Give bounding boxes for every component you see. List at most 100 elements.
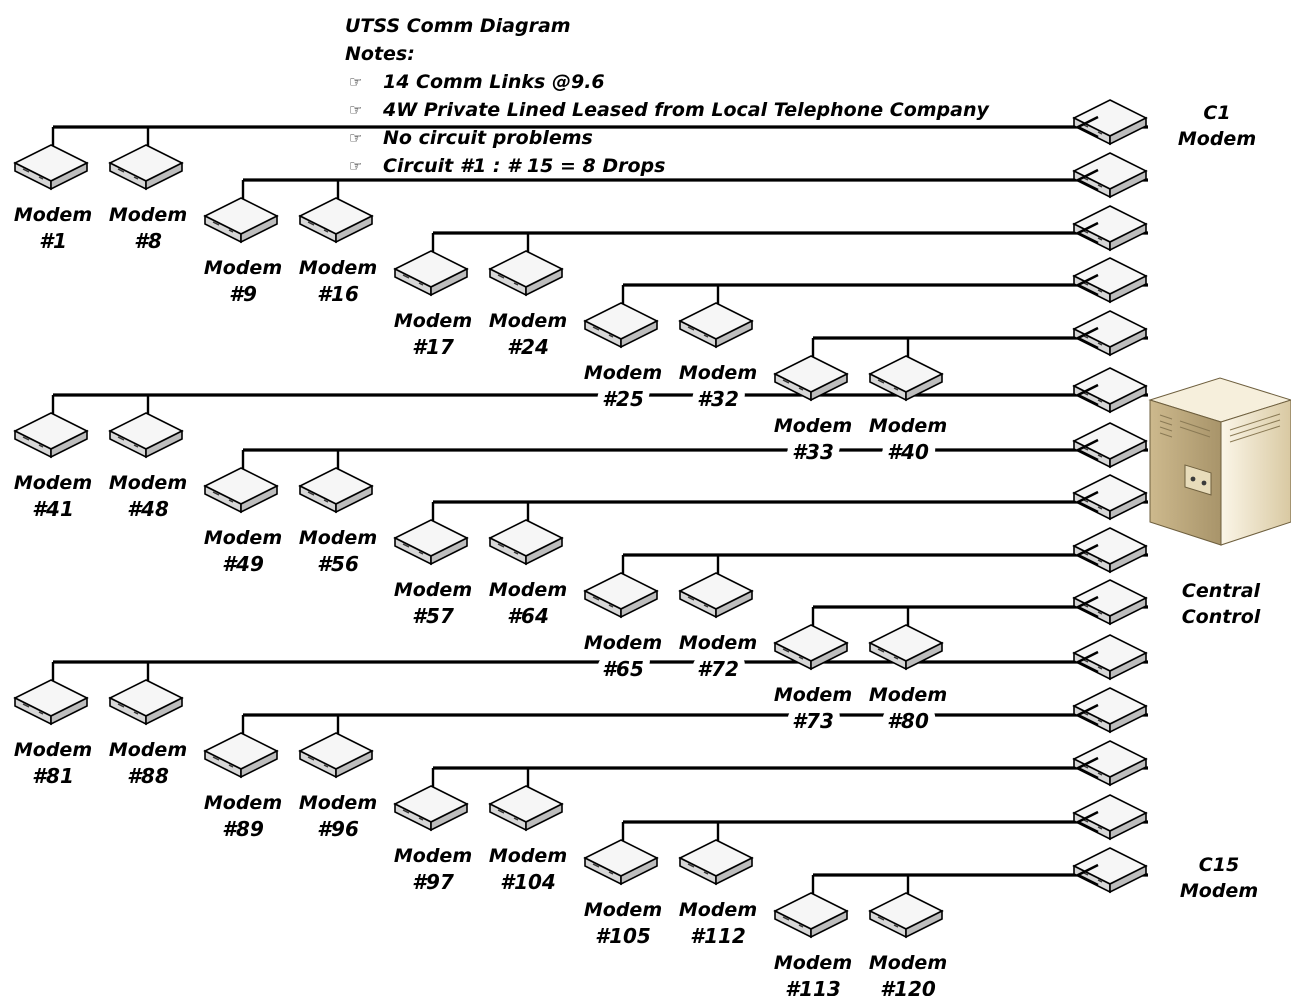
- modem-number-label: #41: [32, 497, 74, 521]
- modem-icon: [110, 413, 182, 457]
- central-modem-icon: [1074, 528, 1146, 572]
- modem-number-label: #32: [697, 387, 739, 411]
- remote-modems: [15, 145, 942, 937]
- central-control-label: Central Control: [1166, 578, 1276, 630]
- modem-number-label: #33: [792, 440, 834, 464]
- modem-number-label: #112: [690, 924, 746, 948]
- modem-number-label: #64: [507, 604, 549, 628]
- diagram-title: UTSS Comm Diagram: [345, 12, 989, 40]
- central-modem-icon: [1074, 368, 1146, 412]
- modem-name-label: Modem: [204, 527, 282, 549]
- modem-name-label: Modem: [109, 739, 187, 761]
- modem-number-label: #105: [595, 924, 651, 948]
- central-modem-icon: [1074, 475, 1146, 519]
- modem-number-label: #113: [785, 977, 841, 996]
- modem-name-label: Modem: [299, 527, 377, 549]
- modem-name-label: Modem: [14, 739, 92, 761]
- modem-name-label: Modem: [869, 415, 947, 437]
- modem-icon: [15, 145, 87, 189]
- central-modem-icon: [1074, 311, 1146, 355]
- central-modem-icon: [1074, 423, 1146, 467]
- modem-number-label: #56: [317, 552, 359, 576]
- modem-icon: [680, 303, 752, 347]
- modem-name-label: Modem: [774, 415, 852, 437]
- c1-modem-label: C1 Modem: [1162, 100, 1272, 152]
- central-modem-icon: [1074, 258, 1146, 302]
- modem-number-label: #25: [602, 387, 644, 411]
- modem-name-label: Modem: [299, 257, 377, 279]
- modem-number-label: #65: [602, 657, 644, 681]
- modem-name-label: Modem: [489, 579, 567, 601]
- central-modem-icon: [1074, 741, 1146, 785]
- hand-pointer-icon: ☞: [349, 124, 362, 152]
- modem-icon: [680, 573, 752, 617]
- note-item: ☞No circuit problems: [345, 124, 989, 152]
- modem-icon: [490, 520, 562, 564]
- central-control-server-icon: [1150, 378, 1291, 545]
- hand-pointer-icon: ☞: [349, 152, 362, 180]
- modem-icon: [585, 840, 657, 884]
- central-modem-icon: [1074, 688, 1146, 732]
- circuit-lines: [53, 127, 1148, 895]
- modem-number-label: #96: [317, 817, 359, 841]
- modem-icon: [15, 413, 87, 457]
- modem-icon: [585, 573, 657, 617]
- notes-heading: Notes:: [345, 40, 989, 68]
- modem-name-label: Modem: [679, 632, 757, 654]
- modem-icon: [490, 251, 562, 295]
- modem-number-label: #88: [127, 764, 169, 788]
- modem-number-label: #120: [880, 977, 936, 996]
- modem-number-label: #57: [412, 604, 454, 628]
- modem-icon: [300, 198, 372, 242]
- modem-number-label: #97: [412, 870, 454, 894]
- modem-name-label: Modem: [679, 899, 757, 921]
- central-modem-icon: [1074, 153, 1146, 197]
- modem-name-label: Modem: [584, 632, 662, 654]
- modem-name-label: Modem: [299, 792, 377, 814]
- modem-number-label: #16: [317, 282, 359, 306]
- modem-labels: Modem#1#1Modem#8#8Modem#9#9Modem#16#16Mo…: [14, 204, 947, 996]
- modem-icon: [205, 733, 277, 777]
- modem-name-label: Modem: [394, 845, 472, 867]
- note-item: ☞Circuit #1 : # 15 = 8 Drops: [345, 152, 989, 180]
- modem-name-label: Modem: [14, 204, 92, 226]
- central-modem-icon: [1074, 795, 1146, 839]
- modem-icon: [585, 303, 657, 347]
- modem-number-label: #104: [500, 870, 556, 894]
- modem-name-label: Modem: [109, 204, 187, 226]
- note-item: ☞4W Private Lined Leased from Local Tele…: [345, 96, 989, 124]
- modem-number-label: #8: [134, 229, 162, 253]
- note-item: ☞14 Comm Links @9.6: [345, 68, 989, 96]
- modem-name-label: Modem: [204, 257, 282, 279]
- modem-icon: [110, 680, 182, 724]
- modem-icon: [395, 786, 467, 830]
- modem-name-label: Modem: [489, 845, 567, 867]
- modem-name-label: Modem: [774, 684, 852, 706]
- modem-name-label: Modem: [204, 792, 282, 814]
- modem-number-label: #24: [507, 335, 549, 359]
- modem-number-label: #9: [229, 282, 257, 306]
- modem-name-label: Modem: [394, 310, 472, 332]
- modem-name-label: Modem: [584, 362, 662, 384]
- modem-icon: [15, 680, 87, 724]
- modem-name-label: Modem: [869, 952, 947, 974]
- modem-number-label: #49: [222, 552, 264, 576]
- modem-number-label: #72: [697, 657, 739, 681]
- modem-number-label: #80: [887, 709, 929, 733]
- modem-number-label: #81: [32, 764, 74, 788]
- modem-number-label: #17: [412, 335, 454, 359]
- modem-icon: [870, 893, 942, 937]
- central-modem-icon: [1074, 206, 1146, 250]
- modem-name-label: Modem: [584, 899, 662, 921]
- central-modem-icon: [1074, 635, 1146, 679]
- c15-modem-label: C15 Modem: [1164, 852, 1274, 904]
- modem-name-label: Modem: [774, 952, 852, 974]
- modem-number-label: #73: [792, 709, 834, 733]
- central-modem-icon: [1074, 848, 1146, 892]
- modem-icon: [110, 145, 182, 189]
- modem-icon: [395, 520, 467, 564]
- modem-number-label: #48: [127, 497, 169, 521]
- modem-name-label: Modem: [109, 472, 187, 494]
- modem-name-label: Modem: [489, 310, 567, 332]
- modem-icon: [205, 468, 277, 512]
